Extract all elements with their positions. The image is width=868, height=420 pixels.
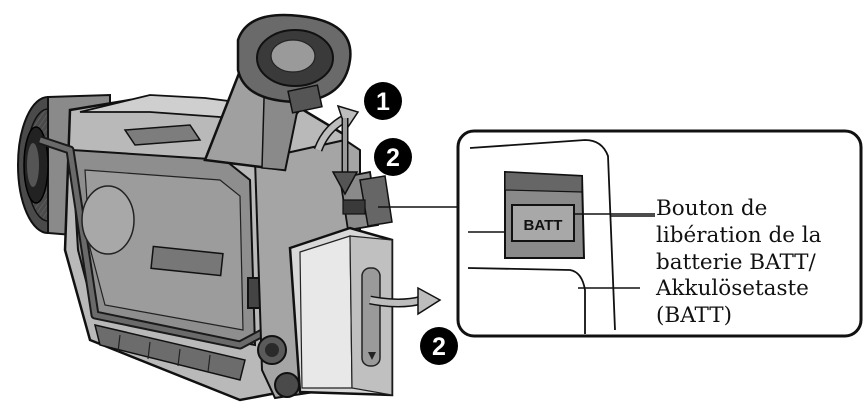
batt-release-button [511, 204, 575, 242]
arrow-battery-slide [369, 286, 442, 316]
step-1-number: 1 [376, 88, 390, 116]
camcorder-body [17, 93, 393, 402]
callout-line: Bouton de [656, 196, 768, 221]
viewfinder [203, 13, 352, 172]
step-2-number-bottom: 2 [432, 333, 446, 361]
inset-zoom-box: BATT [456, 129, 863, 338]
step-2-number-top: 2 [386, 144, 400, 172]
batt-button-callout: Bouton de libération de la batterie BATT… [656, 196, 866, 330]
battery-pack [288, 226, 394, 397]
step-1-badge: 1 [364, 82, 402, 120]
arrow-press-down [331, 118, 359, 196]
callout-line: libération de la [656, 222, 822, 248]
batt-button-label: BATT [524, 217, 563, 234]
callout-line: Akkulösetaste [656, 276, 809, 302]
callout-line: batterie BATT/ [656, 249, 816, 275]
step-2-badge-bottom: 2 [420, 327, 458, 365]
step-2-badge-top: 2 [374, 138, 412, 176]
batt-button-small [342, 199, 366, 215]
callout-line: (BATT) [656, 303, 733, 329]
